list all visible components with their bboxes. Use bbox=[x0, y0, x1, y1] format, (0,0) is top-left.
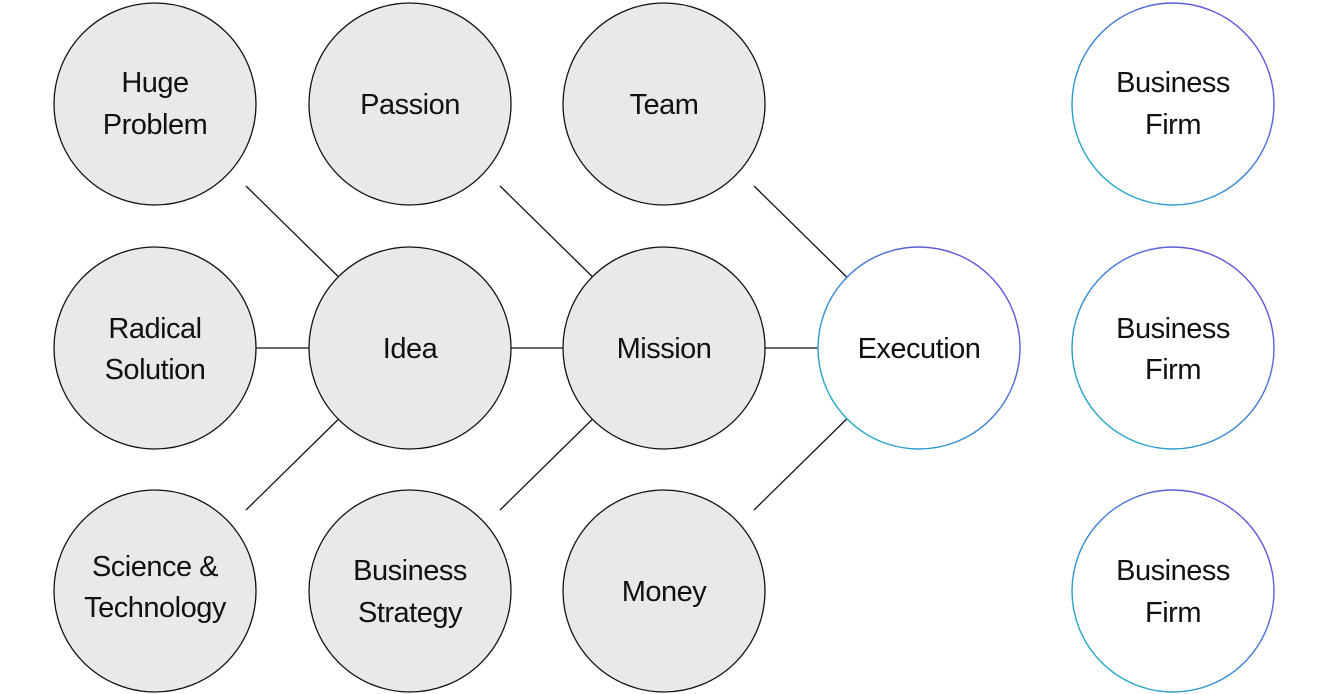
node-huge-problem: Huge Problem bbox=[53, 2, 257, 206]
node-money-label: Money bbox=[622, 576, 708, 608]
arrow-business-strategy-to-mission bbox=[499, 401, 611, 511]
node-business-firm-1: Business Firm bbox=[1071, 2, 1275, 206]
node-passion-label: Passion bbox=[360, 89, 460, 121]
node-huge-problem-label-line2: Problem bbox=[103, 109, 208, 141]
node-passion: Passion bbox=[308, 2, 512, 206]
arrow-science-technology-to-idea bbox=[245, 401, 357, 511]
arrow-passion-to-mission bbox=[499, 185, 611, 295]
node-science-technology-label-line2: Technology bbox=[84, 592, 227, 624]
node-business-firm-1-label-line2: Firm bbox=[1145, 109, 1201, 141]
node-business-firm-2: Business Firm bbox=[1071, 246, 1275, 450]
arrow-team-to-execution bbox=[753, 185, 865, 295]
node-radical-solution: Radical Solution bbox=[53, 246, 257, 450]
node-team-label: Team bbox=[630, 89, 699, 121]
node-business-strategy-label-line2: Strategy bbox=[358, 597, 463, 629]
node-execution: Execution bbox=[817, 246, 1021, 450]
node-science-technology-label-line1: Science & bbox=[92, 551, 218, 583]
node-business-firm-1-label-line1: Business bbox=[1116, 67, 1230, 99]
node-mission: Mission bbox=[562, 246, 766, 450]
node-idea-label: Idea bbox=[383, 333, 439, 365]
node-team: Team bbox=[562, 2, 766, 206]
node-business-strategy-label-line1: Business bbox=[353, 555, 467, 587]
node-mission-label: Mission bbox=[617, 333, 712, 365]
node-money: Money bbox=[562, 489, 766, 693]
arrow-money-to-execution bbox=[753, 401, 865, 511]
node-business-firm-2-label-line2: Firm bbox=[1145, 354, 1201, 386]
node-business-firm-2-label-line1: Business bbox=[1116, 313, 1230, 345]
node-idea: Idea bbox=[308, 246, 512, 450]
node-radical-solution-label-line2: Solution bbox=[105, 354, 206, 386]
arrow-huge-problem-to-idea bbox=[245, 185, 357, 295]
node-huge-problem-label-line1: Huge bbox=[121, 67, 188, 99]
node-science-technology: Science & Technology bbox=[53, 489, 257, 693]
node-business-firm-3: Business Firm bbox=[1071, 489, 1275, 693]
node-business-firm-3-label-line2: Firm bbox=[1145, 597, 1201, 629]
node-business-firm-3-label-line1: Business bbox=[1116, 555, 1230, 587]
node-radical-solution-label-line1: Radical bbox=[108, 313, 201, 345]
node-execution-label: Execution bbox=[858, 333, 981, 365]
node-business-strategy: Business Strategy bbox=[308, 489, 512, 693]
connectors bbox=[245, 185, 865, 511]
